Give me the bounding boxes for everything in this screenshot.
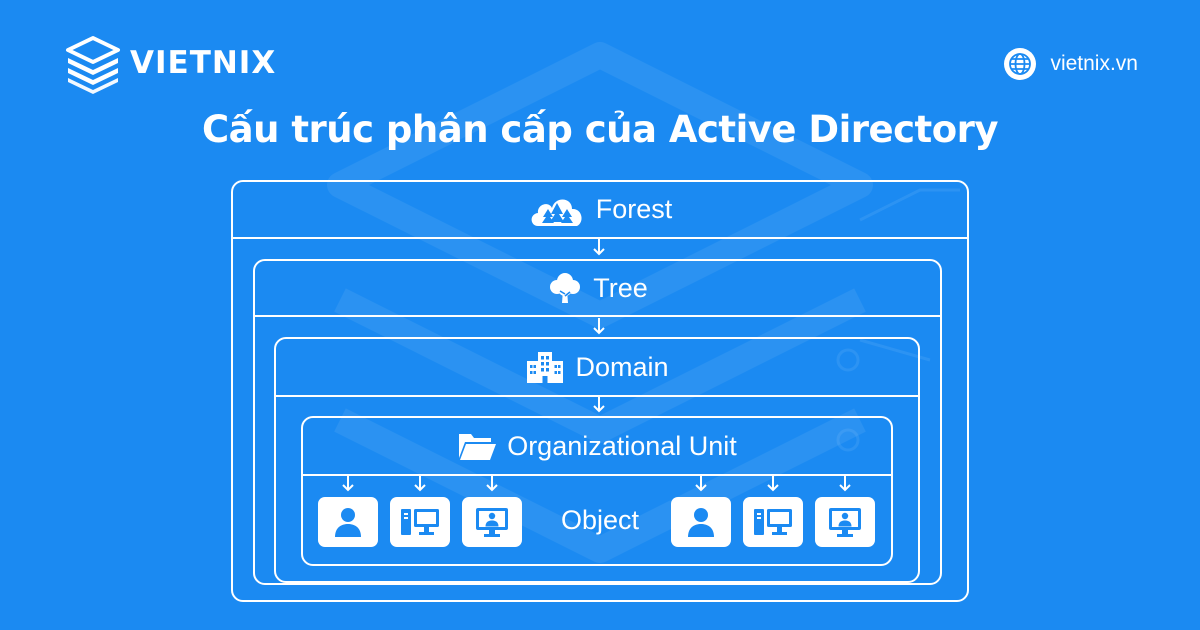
brand: VIETNIX [62,32,276,94]
arrow-down-icon [593,239,605,256]
server-stack-logo-icon [66,36,120,94]
object-user-tile [318,497,378,547]
user-icon [688,508,714,537]
arrow-down-icon [414,475,426,492]
forest-label: Forest [595,194,673,224]
monitor-user-icon [476,508,508,537]
page-title: Cấu trúc phân cấp của Active Directory [201,108,999,151]
object-label: Object [560,505,640,535]
arrow-down-icon [767,475,779,492]
arrow-down-icon [486,475,498,492]
globe-icon [1004,48,1037,80]
domain-label: Domain [575,351,669,382]
tree-icon [550,273,581,303]
arrow-down-icon [839,475,851,492]
user-icon [335,508,361,537]
object-monitor-user-tile [462,497,522,547]
tree-header: Tree [255,261,940,317]
site-label: vietnix.vn [1050,52,1138,75]
site-link[interactable]: vietnix.vn [1004,46,1138,82]
forest-header: Forest [233,182,967,239]
domain-header: Domain [276,339,918,397]
folder-icon [459,434,497,460]
object-user-tile [671,497,731,547]
computer-icon [401,509,439,535]
ou-box: Organizational Unit [301,416,893,566]
object-computer-tile [743,497,803,547]
arrow-down-icon [593,396,605,413]
cloud-forest-icon [531,198,582,226]
ou-label: Organizational Unit [507,430,737,461]
building-icon [527,352,564,383]
arrow-down-icon [695,475,707,492]
forest-box: Forest [231,180,969,602]
arrow-down-icon [342,475,354,492]
tree-label: Tree [593,272,648,303]
monitor-user-icon [829,508,861,537]
computer-icon [754,509,792,535]
tree-box: Tree [253,259,942,585]
domain-box: Domain [274,337,920,583]
object-computer-tile [390,497,450,547]
brand-name: VIETNIX [130,45,277,81]
arrow-down-icon [593,318,605,335]
object-monitor-user-tile [815,497,875,547]
ou-header: Organizational Unit [303,418,891,476]
